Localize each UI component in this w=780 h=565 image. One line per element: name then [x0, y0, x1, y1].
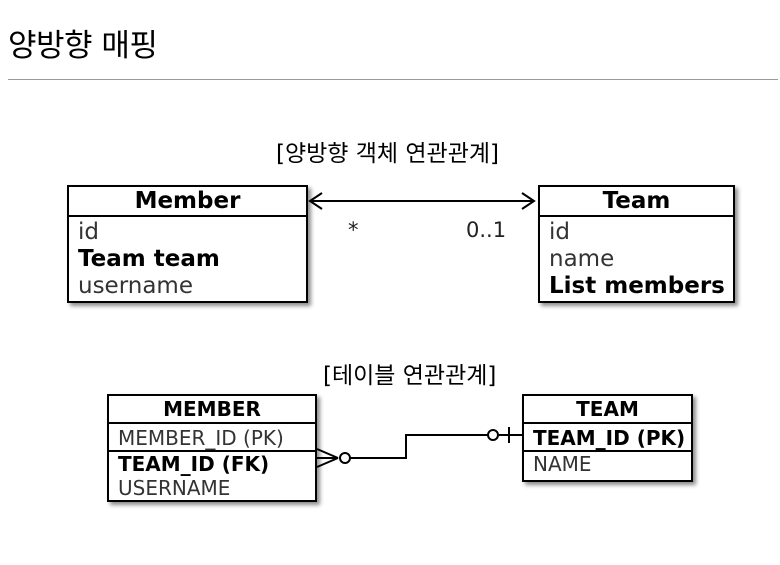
team-table-box: TEAM TEAM_ID (PK) NAME — [522, 394, 693, 482]
member-field-username: username — [78, 273, 193, 299]
team-class-box: Team id name List members — [538, 185, 735, 303]
member-table-name: MEMBER — [109, 396, 315, 424]
erd-relationship-line — [316, 427, 522, 468]
table-section-caption: [테이블 연관관계] — [323, 363, 497, 389]
member-class-box: Member id Team team username — [67, 185, 308, 303]
multiplicity-team: 0..1 — [466, 218, 507, 242]
team-field-members: List members — [549, 273, 725, 299]
member-column-username: USERNAME — [118, 476, 231, 500]
title-divider — [8, 79, 778, 80]
member-field-team: Team team — [78, 246, 220, 272]
member-column-pk: MEMBER_ID (PK) — [109, 424, 315, 452]
team-field-name: name — [549, 246, 615, 272]
multiplicity-member: * — [348, 218, 359, 242]
team-column-pk: TEAM_ID (PK) — [524, 424, 691, 452]
team-column-name: NAME — [533, 452, 592, 476]
object-section-caption: [양방향 객체 연관관계] — [276, 141, 500, 167]
member-column-fk: TEAM_ID (FK) — [118, 452, 270, 476]
team-class-name: Team — [540, 187, 733, 217]
member-field-id: id — [78, 219, 99, 245]
team-table-name: TEAM — [524, 396, 691, 424]
member-class-name: Member — [69, 187, 306, 217]
member-table-box: MEMBER MEMBER_ID (PK) TEAM_ID (FK) USERN… — [107, 394, 317, 502]
bidirectional-arrow — [308, 192, 536, 210]
team-field-id: id — [549, 219, 570, 245]
page-title: 양방향 매핑 — [8, 28, 158, 64]
